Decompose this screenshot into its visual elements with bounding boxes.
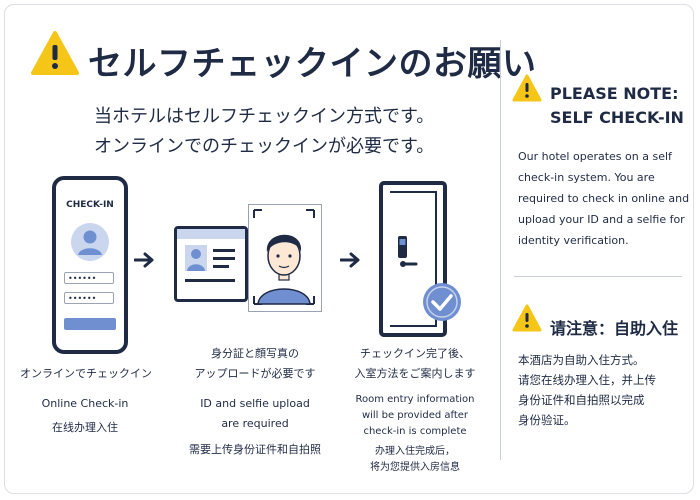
phone-submit-button — [64, 318, 116, 330]
step-3-en-line-3: check-in is complete — [363, 426, 467, 437]
subtitle-line-1: 当ホテルはセルフチェックイン方式です。 — [94, 106, 435, 127]
warning-icon — [512, 304, 542, 332]
step-3-ja-line-2: 入室方法をご案内します — [354, 367, 476, 380]
arrow-right-icon — [340, 252, 360, 268]
phone-field-1: •••••• — [64, 272, 114, 284]
step-1-en: Online Check-in — [41, 397, 129, 410]
note-body-zh-line-3: 身份证件和自拍照以完成 — [518, 393, 645, 407]
note-body-zh-line-1: 本酒店为自助入住方式。 — [518, 353, 645, 367]
warning-icon — [512, 74, 542, 102]
note-title-en: PLEASE NOTE: SELF CHECK-IN — [550, 82, 684, 130]
step-3-en-line-1: Room entry information — [355, 394, 475, 405]
step-2-zh: 需要上传身份证件和自拍照 — [189, 443, 321, 456]
note-body-zh-line-4: 身份验证。 — [518, 413, 576, 427]
phone-field-2: •••••• — [64, 292, 114, 304]
section-divider — [514, 276, 682, 277]
step-3-en-line-2: will be provided after — [361, 410, 469, 421]
step-1-zh: 在线办理入住 — [52, 421, 118, 434]
phone-checkin-label: CHECK-IN — [66, 200, 114, 210]
selfie-portrait-icon — [253, 209, 315, 305]
subtitle-line-2: オンラインでのチェックインが必要です。 — [94, 136, 435, 157]
note-title-zh: 请注意：自助入住 — [550, 319, 679, 338]
note-body-en: Our hotel operates on a self check-in sy… — [518, 150, 690, 247]
step-3-zh-line-1: 办理入住完成后， — [375, 446, 455, 457]
id-card-illustration — [174, 226, 248, 302]
note-body-zh: 本酒店为自助入住方式。 请您在线办理入住，并上传 身份证件和自拍照以完成 身份验… — [518, 350, 688, 430]
note-body-zh-line-2: 请您在线办理入住，并上传 — [518, 373, 656, 387]
note-title-en-line-1: PLEASE NOTE: — [550, 84, 679, 103]
step-2-ja-line-1: 身分証と顔写真の — [211, 347, 299, 360]
note-title-en-line-2: SELF CHECK-IN — [550, 108, 684, 127]
step-2-caption: 身分証と顔写真の アップロードが必要です ID and selfie uploa… — [175, 344, 335, 460]
step-2-ja-line-2: アップロードが必要です — [194, 367, 316, 380]
page-title: セルフチェックインのお願い — [88, 44, 537, 84]
step-3-ja-line-1: チェックイン完了後、 — [360, 347, 470, 360]
step-1-caption: オンラインでチェックイン Online Check-in 在线办理入住 — [20, 364, 152, 438]
user-avatar-icon — [71, 223, 109, 261]
step-2-en-line-1: ID and selfie upload — [200, 397, 310, 410]
warning-icon — [31, 31, 79, 75]
column-divider — [500, 40, 501, 460]
check-circle-icon — [423, 283, 461, 321]
step-3-zh-line-2: 将为您提供入房信息 — [370, 462, 460, 473]
phone-illustration: CHECK-IN •••••• •••••• — [52, 176, 128, 354]
id-photo-icon — [185, 245, 207, 271]
step-2-en-line-2: are required — [221, 417, 289, 430]
step-3-caption: チェックイン完了後、 入室方法をご案内します Room entry inform… — [340, 344, 490, 476]
arrow-right-icon — [134, 252, 154, 268]
step-1-ja: オンラインでチェックイン — [20, 367, 152, 380]
